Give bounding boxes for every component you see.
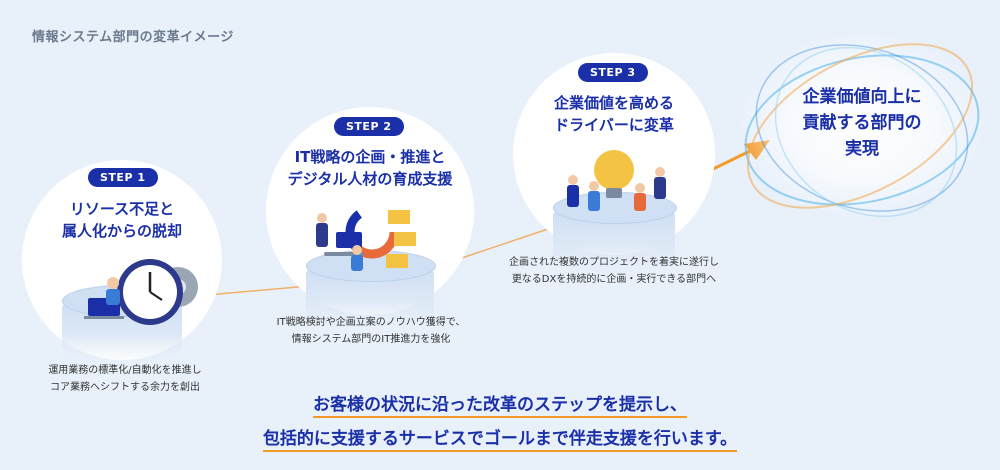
footer-line1: お客様の状況に沿った改革のステップを提示し、 — [0, 390, 1000, 418]
goal-text: 企業価値向上に 貢献する部門の 実現 — [772, 84, 952, 162]
monitor-icon — [336, 232, 362, 248]
step2-title: IT戦略の企画・推進と デジタル人材の育成支援 — [256, 146, 484, 190]
step1-desc-line2: コア業務へシフトする余力を創出 — [50, 382, 200, 393]
step3-desc: 企画された複数のプロジェクトを着実に遂行し 更なるDXを持続的に企画・実行できる… — [474, 254, 754, 288]
page-title: 情報システム部門の変革イメージ — [32, 30, 234, 45]
goal-line2: 貢献する部門の — [802, 113, 922, 133]
step2-badge: STEP 2 — [334, 117, 404, 136]
step1-badge: STEP 1 — [88, 168, 158, 187]
step2-title-line2: デジタル人材の育成支援 — [287, 170, 453, 188]
footer-text-2: 包括的に支援するサービスでゴールまで伴走支援を行います。 — [262, 429, 738, 452]
step1-title: リソース不足と 属人化からの脱却 — [32, 198, 212, 242]
lightbulb-icon — [594, 150, 634, 190]
goal-line1: 企業価値向上に — [802, 87, 922, 107]
step3-title-line2: ドライバーに変革 — [554, 116, 674, 134]
step1-title-line1: リソース不足と — [69, 200, 175, 218]
footer-line2: 包括的に支援するサービスでゴールまで伴走支援を行います。 — [0, 424, 1000, 452]
step3-desc-line1: 企画された複数のプロジェクトを着実に遂行し — [509, 257, 719, 268]
goal-line3: 実現 — [845, 139, 879, 159]
person-icon — [568, 175, 578, 185]
step2-desc-line2: 情報システム部門のIT推進力を強化 — [291, 334, 451, 345]
step1-title-line2: 属人化からの脱却 — [61, 222, 182, 240]
step2-desc: IT戦略検討や企画立案のノウハウ獲得で、 情報システム部門のIT推進力を強化 — [236, 314, 506, 348]
person-icon — [317, 213, 327, 223]
step2-title-line1: IT戦略の企画・推進と — [294, 148, 446, 166]
step3-badge: STEP 3 — [578, 63, 648, 82]
step1-desc: 運用業務の標準化/自動化を推進し コア業務へシフトする余力を創出 — [10, 362, 240, 396]
step3-title: 企業価値を高める ドライバーに変革 — [514, 92, 714, 136]
footer-text-1: お客様の状況に沿った改革のステップを提示し、 — [313, 395, 687, 418]
person-icon — [107, 277, 119, 289]
step3-desc-line2: 更なるDXを持続的に企画・実行できる部門へ — [511, 274, 717, 285]
chart-card-icon — [388, 210, 410, 224]
step3-title-line1: 企業価値を高める — [553, 94, 674, 112]
step2-desc-line1: IT戦略検討や企画立案のノウハウ獲得で、 — [276, 317, 466, 328]
step1-desc-line1: 運用業務の標準化/自動化を推進し — [48, 365, 202, 376]
